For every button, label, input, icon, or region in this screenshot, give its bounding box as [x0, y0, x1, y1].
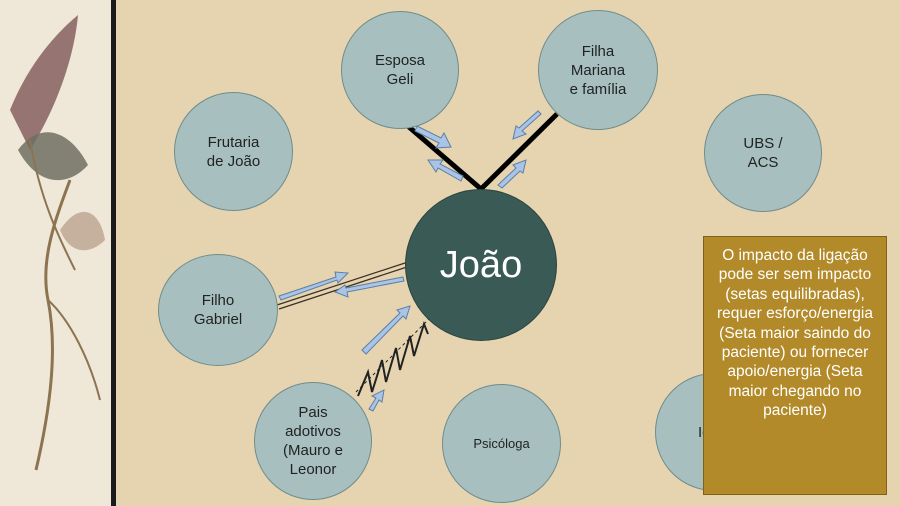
link-filho [276, 261, 409, 306]
arrow-icon [497, 159, 527, 189]
leaf-icon [10, 15, 105, 471]
divider-line [111, 0, 116, 506]
arrow-icon [368, 389, 385, 412]
node-esposa[interactable]: Esposa Geli [341, 11, 459, 129]
node-filho[interactable]: Filho Gabriel [158, 254, 278, 366]
node-label: Pais adotivos (Mauro e Leonor [282, 404, 344, 478]
node-label: Filha Mariana e família [569, 42, 627, 98]
node-label: Esposa Geli [374, 52, 426, 88]
leaf-decoration [0, 0, 111, 506]
node-frutaria[interactable]: Frutaria de João [174, 92, 293, 211]
arrow-icon [512, 110, 542, 140]
center-node[interactable]: João [405, 189, 557, 341]
legend-note: O impacto da ligação pode ser sem impact… [703, 236, 887, 495]
node-ubs[interactable]: UBS / ACS [704, 94, 822, 212]
center-label: João [439, 243, 523, 286]
node-label: Frutaria de João [206, 133, 261, 170]
link-filha [479, 112, 559, 191]
link-esposa [400, 119, 483, 191]
arrow-icon [333, 276, 405, 298]
node-filha[interactable]: Filha Mariana e família [538, 10, 658, 130]
arrow-icon [414, 125, 452, 149]
legend-note-text: O impacto da ligação pode ser sem impact… [717, 247, 873, 420]
node-psicologa[interactable]: Psicóloga [442, 384, 561, 503]
link-pais-conflict [357, 321, 429, 397]
node-pais[interactable]: Pais adotivos (Mauro e Leonor [254, 382, 372, 500]
node-label: Filho Gabriel [193, 292, 243, 328]
node-label: UBS / ACS [743, 135, 783, 171]
arrow-icon [361, 305, 411, 355]
arrow-icon [427, 159, 464, 182]
arrow-icon [278, 271, 350, 301]
node-label: Psicóloga [473, 436, 530, 451]
